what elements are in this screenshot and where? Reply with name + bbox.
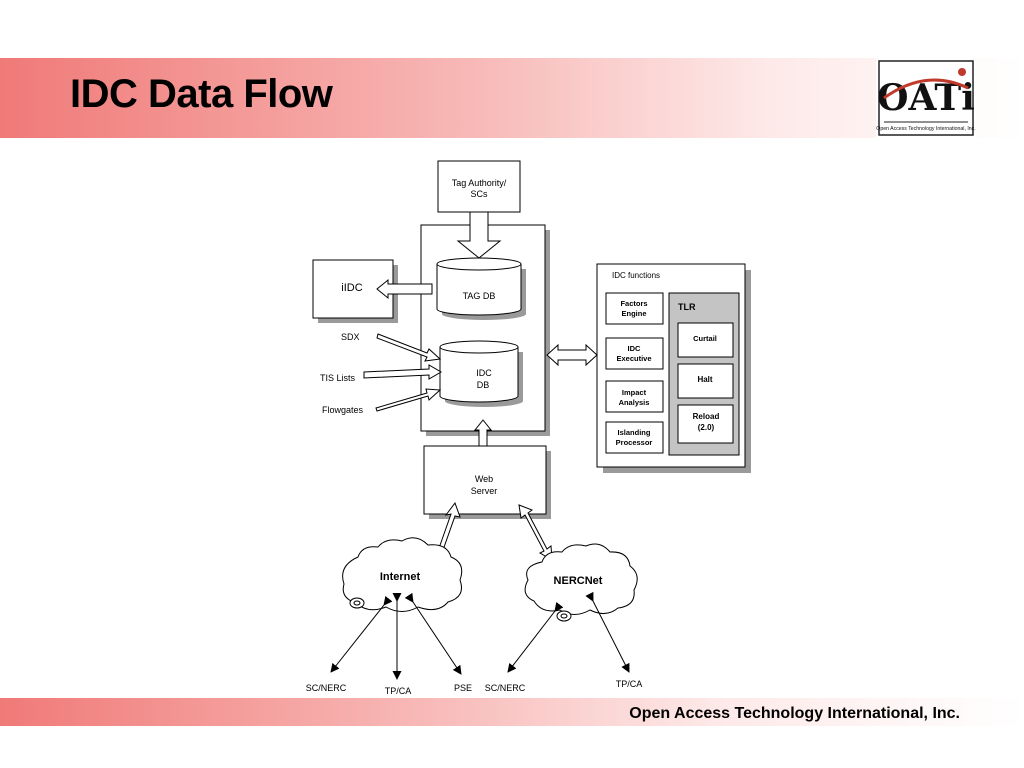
internet-sc-nerc-label: SC/NERC xyxy=(306,683,347,693)
footer-company-name: Open Access Technology International, In… xyxy=(629,705,960,722)
idc-functions-label: IDC functions xyxy=(612,271,660,280)
idc-db-label: IDC xyxy=(476,368,492,378)
tag-db-cylinder: TAG DB xyxy=(436,257,526,320)
internet-pse-connector xyxy=(404,592,462,675)
islanding-processor-box: Islanding Processor xyxy=(605,421,664,454)
iidc-label: iIDC xyxy=(341,282,362,294)
svg-text:Open Access Technology Interna: Open Access Technology International, In… xyxy=(876,126,975,132)
idc-db-label-2: DB xyxy=(477,380,490,390)
reload-label: Reload xyxy=(693,412,720,421)
tag-to-db-arrow xyxy=(456,211,502,259)
container-functions-double-arrow xyxy=(546,343,598,367)
sdx-arrow xyxy=(376,333,442,362)
tlr-label: TLR xyxy=(678,302,696,312)
tis-lists-arrow xyxy=(363,364,442,380)
nercnet-cloud: NERCNet xyxy=(524,543,638,622)
internet-sc-nerc-connector xyxy=(330,595,393,673)
oati-logo: OATi Open Access Technology Internationa… xyxy=(876,58,976,138)
impact-analysis-label-2: Analysis xyxy=(619,398,650,407)
idc-db-cylinder: IDC DB xyxy=(439,340,523,407)
islanding-processor-label-2: Processor xyxy=(616,438,653,447)
tag-db-label: TAG DB xyxy=(463,291,496,301)
nercnet-label: NERCNet xyxy=(554,575,603,587)
web-server-box: Web Server xyxy=(423,445,551,519)
nercnet-tp-ca-label: TP/CA xyxy=(616,679,643,689)
nercnet-tp-ca-connector xyxy=(585,591,630,673)
footer-band xyxy=(0,698,1024,726)
impact-analysis-box: Impact Analysis xyxy=(605,380,664,413)
reload-label-2: (2.0) xyxy=(698,423,715,432)
internet-cloud: Internet xyxy=(342,537,463,612)
halt-box: Halt xyxy=(677,363,734,399)
factors-engine-label: Factors xyxy=(620,299,647,308)
factors-engine-label-2: Engine xyxy=(621,309,646,318)
tag-db-to-iidc-arrow xyxy=(376,278,433,300)
curtail-box: Curtail xyxy=(677,322,734,358)
nercnet-sc-nerc-label: SC/NERC xyxy=(485,683,526,693)
flowgates-arrow xyxy=(375,388,442,412)
web-server-label: Web xyxy=(475,474,493,484)
internet-pse-label: PSE xyxy=(454,683,472,693)
flowgates-label: Flowgates xyxy=(322,405,364,415)
islanding-processor-label: Islanding xyxy=(618,428,651,437)
impact-analysis-label: Impact xyxy=(622,388,647,397)
idc-executive-box: IDC Executive xyxy=(605,337,664,370)
internet-tp-ca-label: TP/CA xyxy=(385,686,412,696)
idc-functions-panel: IDC functions Factors Engine IDC Executi… xyxy=(596,263,751,473)
title-band xyxy=(0,58,1024,138)
internet-label: Internet xyxy=(380,571,421,583)
idc-executive-label: IDC xyxy=(628,344,642,353)
halt-label: Halt xyxy=(697,375,712,384)
curtail-label: Curtail xyxy=(693,334,717,343)
tlr-panel: TLR Curtail Halt Reload (2.0) xyxy=(668,292,740,456)
idc-executive-label-2: Executive xyxy=(616,354,651,363)
tag-authority-label-2: SCs xyxy=(470,189,488,199)
web-server-label-2: Server xyxy=(471,486,498,496)
reload-box: Reload (2.0) xyxy=(677,404,734,444)
sdx-label: SDX xyxy=(341,332,360,342)
tis-lists-label: TIS Lists xyxy=(320,373,356,383)
tag-authority-box: Tag Authority/ SCs xyxy=(437,160,521,213)
factors-engine-box: Factors Engine xyxy=(605,292,664,325)
nercnet-sc-nerc-connector xyxy=(507,601,564,673)
page-title: IDC Data Flow xyxy=(70,72,333,116)
tag-authority-label: Tag Authority/ xyxy=(452,178,507,188)
